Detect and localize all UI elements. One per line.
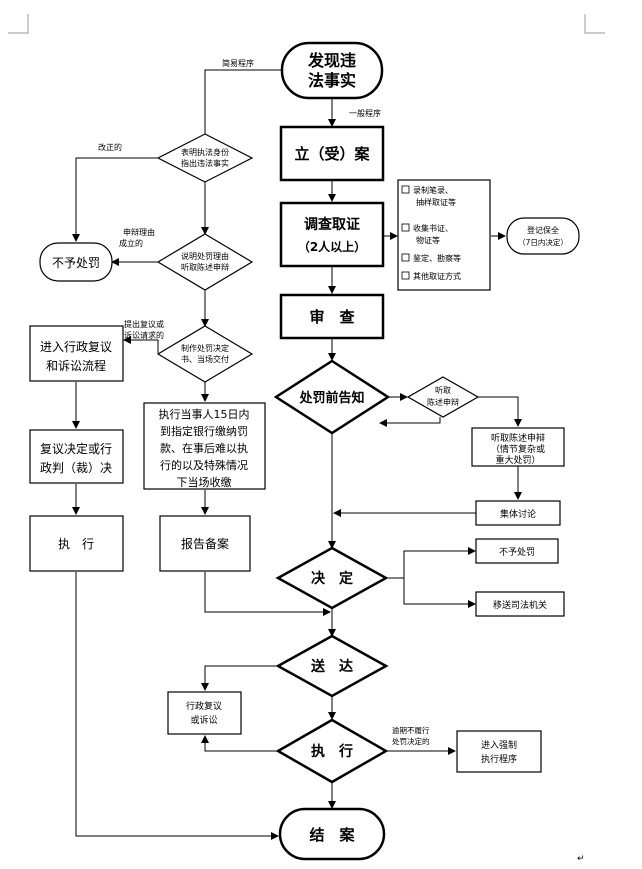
enter-review-litigation-node: 进入行政复议 和诉讼流程 [29, 325, 124, 382]
collective-discussion-label: 集体讨论 [500, 508, 536, 520]
register-case-label: 立（受）案 [294, 145, 370, 163]
decision-explain-reasons: 说明处罚理由 听取陈述申辩 [156, 233, 254, 291]
on-spot-line3: 款、在事后难以执 [160, 441, 248, 455]
checkbox-icon [401, 185, 410, 194]
investigate-line2: （2人以上） [298, 239, 366, 254]
execute-node: 执 行 [275, 718, 389, 784]
method-item: 其他取证方式 [413, 271, 461, 281]
method-item: 抽样取证等 [416, 197, 456, 207]
deliver-label: 送 达 [310, 658, 353, 675]
execute-label: 执 行 [311, 743, 353, 760]
page-corner-marks [8, 14, 605, 34]
notify-label: 处罚前告知 [298, 390, 364, 406]
defense-valid-line2: 成立的 [119, 238, 143, 248]
hear-box-line1: 听取陈述申辩 [491, 432, 545, 444]
review-label: 审 查 [309, 308, 355, 326]
enter-review-line1: 进入行政复议 [40, 340, 112, 354]
method-item: 录制笔录、 [413, 185, 453, 195]
defense-valid-line1: 申辩理由 [123, 227, 155, 237]
decision-show-identity: 表明执法身份 指出违法事实 [156, 133, 254, 183]
overdue-line2: 处罚决定的 [392, 736, 430, 746]
admin-review-litigation-node: 行政复议 或诉讼 [167, 691, 242, 735]
investigate-node: 调查取证 （2人以上） [279, 201, 385, 268]
decide-label: 决 定 [311, 570, 353, 587]
corrected-label: 改正的 [98, 142, 122, 152]
hear-diamond-line2: 陈述申辩 [427, 397, 459, 407]
method-item: 收集书证、 [413, 223, 453, 233]
enforce-execution-node: 进入强制 执行程序 [456, 730, 542, 773]
decision-show-identity-line1: 表明执法身份 [181, 147, 229, 157]
report-filing-node: 报告备案 [159, 515, 251, 572]
no-punishment-left-label: 不予处罚 [52, 256, 100, 270]
register-preserve-line2: （7日内决定） [518, 237, 568, 247]
decision-explain-line1: 说明处罚理由 [181, 251, 229, 261]
no-punishment-right-label: 不予处罚 [499, 546, 535, 558]
on-spot-line1: 执行当事人15日内 [159, 407, 250, 421]
execute-left-label: 执 行 [58, 537, 94, 551]
deliver-node: 送 达 [275, 634, 389, 698]
on-spot-line5: 下当场收缴 [177, 475, 232, 489]
start-line2: 法事实 [308, 71, 356, 90]
decision-explain-line2: 听取陈述申辩 [181, 262, 229, 272]
method-item: 鉴定、勘察等 [413, 253, 461, 263]
hear-statement-box: 听取陈述申辩 （情节复杂或 重大处罚） [471, 427, 565, 467]
register-preserve-node: 登记保全 （7日内决定） [506, 217, 580, 255]
notify-before-penalty-node: 处罚前告知 [273, 359, 391, 435]
hear-diamond-line1: 听取 [435, 386, 451, 395]
start-line1: 发现违 [307, 51, 356, 70]
evidence-methods-box: 录制笔录、 抽样取证等 收集书证、 物证等 鉴定、勘察等 其他取证方式 [397, 179, 491, 291]
transfer-judicial-node: 移送司法机关 [475, 591, 565, 617]
collective-discussion-node: 集体讨论 [475, 500, 561, 526]
decision-make-penalty-line1: 制作处罚决定 [181, 343, 229, 353]
execute-left-node: 执 行 [29, 515, 124, 572]
review-decision-line2: 政判（裁）决 [40, 461, 112, 475]
enforce-line2: 执行程序 [481, 753, 517, 765]
close-case-label: 结 案 [309, 826, 355, 844]
register-preserve-line1: 登记保全 [527, 225, 559, 235]
hear-box-line2: （情节复杂或 [491, 443, 545, 455]
enter-review-line2: 和诉讼流程 [46, 358, 106, 373]
investigate-line1: 调查取证 [304, 216, 360, 233]
on-spot-line4: 行的以及特殊情况 [160, 458, 248, 472]
review-decision-line1: 复议决定或行 [40, 441, 112, 456]
transfer-judicial-label: 移送司法机关 [493, 599, 547, 611]
checkbox-icon [401, 271, 410, 280]
report-filing-label: 报告备案 [181, 536, 229, 551]
admin-review-line2: 或诉讼 [190, 714, 217, 726]
hear-statement-diamond: 听取 陈述申辩 [406, 376, 480, 418]
general-procedure-label: 一般程序 [349, 108, 381, 118]
decision-make-penalty: 制作处罚决定 书、当场交付 [156, 325, 254, 383]
no-punishment-left-node: 不予处罚 [39, 242, 113, 282]
review-decision-node: 复议决定或行 政判（裁）决 [29, 429, 124, 484]
paragraph-mark: ↵ [577, 854, 585, 864]
admin-review-line1: 行政复议 [186, 700, 222, 712]
close-case-node: 结 案 [278, 807, 386, 861]
review-node: 审 查 [279, 293, 385, 340]
on-spot-collection-node: 执行当事人15日内 到指定银行缴纳罚 款、在事后难以执 行的以及特殊情况 下当场… [143, 402, 266, 490]
decide-node: 决 定 [275, 546, 389, 610]
hear-box-line3: 重大处罚） [495, 454, 540, 466]
register-case-node: 立（受）案 [279, 125, 385, 182]
decision-make-penalty-line2: 书、当场交付 [181, 354, 229, 364]
enforce-line1: 进入强制 [481, 739, 517, 751]
start-node: 发现违 法事实 [280, 41, 384, 100]
review-request-line2: 诉讼请求的 [124, 330, 164, 340]
checkbox-icon [401, 223, 410, 232]
review-request-line1: 提出复议或 [124, 319, 164, 329]
no-punishment-right-node: 不予处罚 [475, 538, 559, 564]
decision-show-identity-line2: 指出违法事实 [181, 158, 229, 168]
on-spot-line2: 到指定银行缴纳罚 [160, 424, 248, 438]
connectors [72, 69, 522, 840]
checkbox-icon [401, 253, 410, 262]
simple-procedure-label: 简易程序 [222, 58, 254, 68]
method-item: 物证等 [416, 235, 440, 245]
overdue-line1: 逾期不履行 [392, 725, 430, 735]
